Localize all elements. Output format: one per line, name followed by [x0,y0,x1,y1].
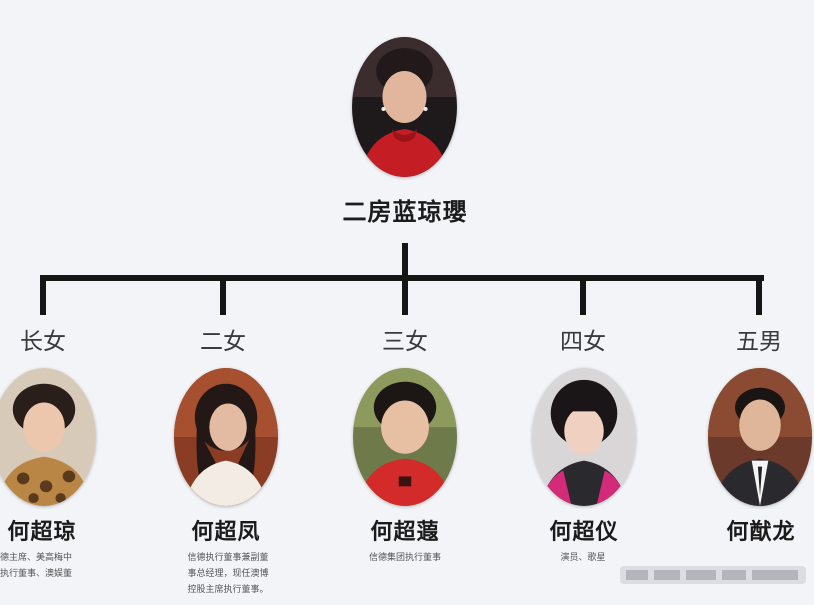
tree-stem-line [402,243,408,281]
child-name: 何超仪 [549,520,619,545]
child-portrait [174,368,278,506]
tree-drop-line [220,275,226,315]
child-portrait [353,368,457,506]
relation-label: 三女 [382,329,428,355]
child-name: 何超蕸 [370,520,440,545]
child-portrait [708,368,812,506]
tree-drop-line [580,275,586,315]
tree-drop-line [40,275,46,315]
child-description: 信德集团执行董事 [368,553,441,563]
child-description: 德主席、美高梅中 执行董事、澳娱董 [0,553,73,579]
root-portrait [352,37,457,177]
child-name: 何超凤 [191,520,261,545]
child-description: 演员、歌星 [560,553,606,563]
tree-drop-line [402,275,408,315]
child-description: 信德执行董事兼副董 事总经理，现任澳博 控股主席执行董事。 [187,553,269,595]
child-portrait [532,368,636,506]
blurred-watermark [620,560,806,590]
child-portrait [0,368,96,506]
root-name: 二房蓝琼瓔 [342,198,468,226]
relation-label: 二女 [200,329,246,355]
child-name: 何超琼 [7,520,77,545]
relation-label: 长女 [20,329,66,355]
tree-drop-line [756,275,762,315]
relation-label: 四女 [560,329,606,355]
child-name: 何猷龙 [726,520,796,545]
relation-label: 五男 [736,329,782,355]
